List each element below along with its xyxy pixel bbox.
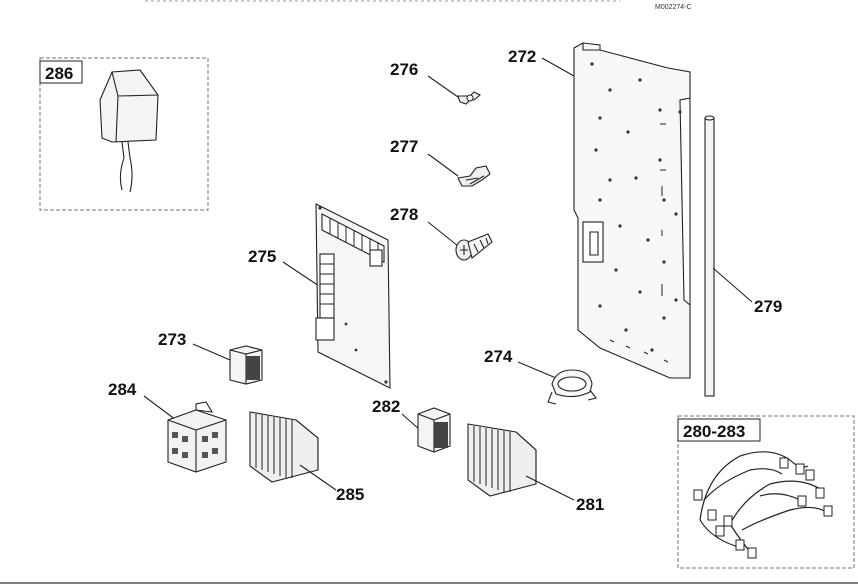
inset-frame-286 [39,57,209,211]
part-279-rod [704,115,715,397]
inset-frame-280-283 [677,415,855,569]
callout-label-273: 273 [158,330,186,349]
callout-label-276: 276 [390,60,418,79]
part-274-cable-clamp [547,369,597,405]
callout-284: 284 [108,380,177,421]
callout-279: 279 [712,267,782,316]
part-284-contactor [167,401,227,473]
part-286-power-unit [99,69,159,193]
callout-label-278: 278 [390,205,418,224]
callout-281: 281 [525,475,604,514]
callout-label-281: 281 [576,495,604,514]
harness-connectors [693,457,833,559]
part-282-relay [417,407,451,453]
inset-label-280-283: 280-283 [683,422,745,441]
inset-label-286: 286 [45,64,73,83]
callout-274: 274 [484,347,557,379]
callout-275: 275 [248,247,323,289]
part-280-283-wiring-harness [699,451,827,555]
part-276-screw [457,91,481,105]
callout-label-272: 272 [508,47,536,66]
part-272-mounting-plate [573,42,691,379]
callout-label-284: 284 [108,380,137,399]
drawing-reference: M002274-C [655,4,692,11]
callout-277: 277 [390,137,459,177]
part-275-control-board [315,203,391,389]
part-285-terminal-block [249,411,319,483]
callout-label-285: 285 [336,485,364,504]
callout-label-279: 279 [754,297,782,316]
inset-box-280-283: 280-283 [677,415,855,569]
inset-tag-280-283 [677,418,761,442]
callout-278: 278 [390,205,459,247]
callout-label-282: 282 [372,397,400,416]
callout-285: 285 [299,464,364,504]
inset-box-286: 286 [39,57,209,211]
part-277-clip [457,165,491,187]
callout-276: 276 [390,60,459,98]
callout-273: 273 [158,330,231,361]
part-281-terminal-block [467,423,537,497]
callout-label-274: 274 [484,347,513,366]
inset-tag-286 [39,60,83,84]
callout-282: 282 [372,397,421,431]
part-278-bolt [455,233,493,261]
part-273-relay [229,345,263,385]
callout-label-275: 275 [248,247,276,266]
callout-label-277: 277 [390,137,418,156]
